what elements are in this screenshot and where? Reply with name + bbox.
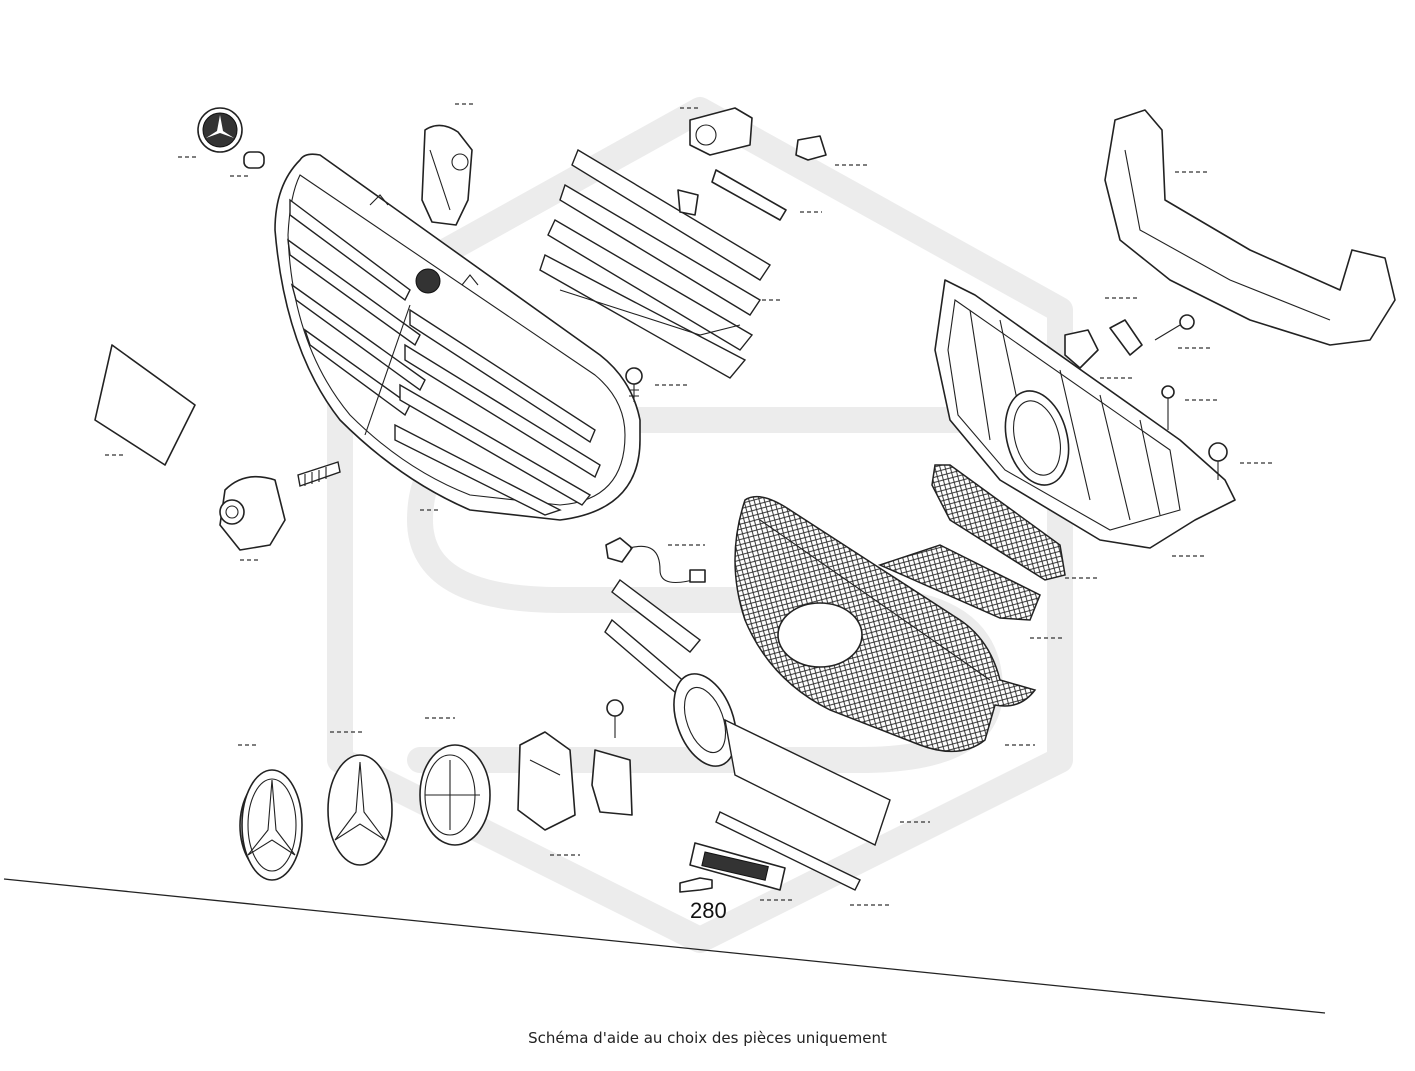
amg-panamericana-grille-icon [934, 279, 1236, 557]
cover-plate-icon [94, 344, 196, 466]
star-badge-icon [178, 107, 265, 177]
emblem-bracket-icon [517, 731, 580, 856]
sensor-part-icon [680, 107, 870, 221]
screw-icon [625, 367, 690, 402]
clip-part-icon [591, 699, 633, 816]
wire-harness-icon [605, 537, 706, 584]
amg-badge-icon [679, 811, 890, 906]
emblem-mount-icon [419, 717, 491, 846]
ground-line [3, 878, 1326, 1014]
star-emblem-icon [238, 744, 303, 881]
part-number-label: 280 [690, 898, 727, 923]
main-grille-icon [274, 153, 641, 521]
slat-grille-icon [539, 148, 782, 379]
diagram-caption: Schéma d'aide au choix des pièces unique… [528, 1029, 887, 1047]
mesh-insert-icon [877, 464, 1100, 639]
star-emblem-amg-icon [327, 731, 393, 866]
camera-part-icon [219, 461, 341, 561]
amg-grille-icon [734, 495, 1037, 753]
fastener-set-icon [1064, 297, 1272, 480]
bracket-part-icon [421, 103, 475, 226]
bumper-bracket-icon [1104, 109, 1396, 346]
trim-strip-icon [604, 578, 930, 846]
